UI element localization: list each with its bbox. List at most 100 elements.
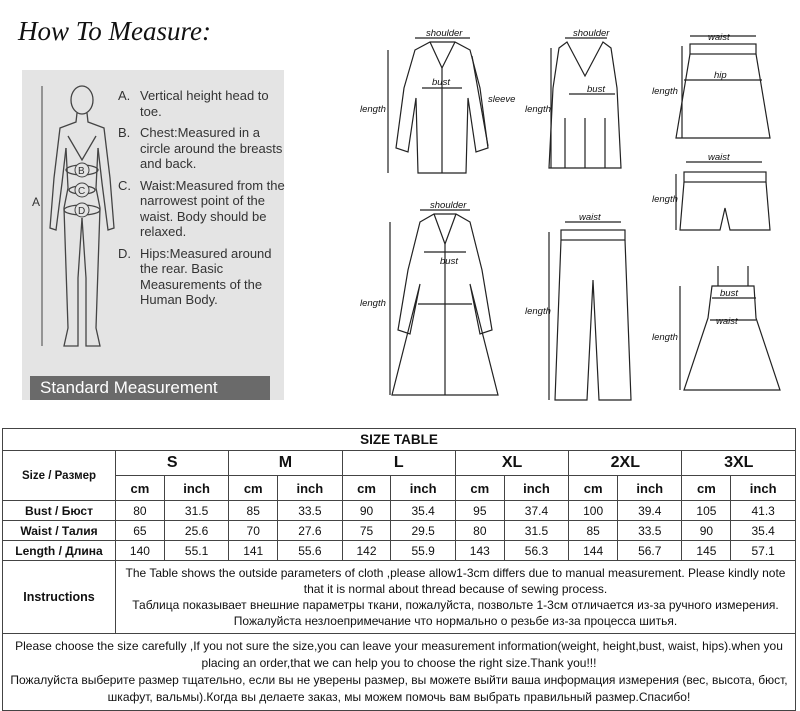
shirt-length-label: length	[360, 104, 386, 115]
step-a: A. Vertical height head to toe.	[118, 88, 269, 119]
shirt-bust-label: bust	[432, 77, 450, 88]
size-s-header: S	[114, 450, 230, 476]
table-cell: 142	[341, 540, 392, 561]
unit-inch: inch	[503, 475, 570, 501]
table-cell: 85	[568, 520, 619, 541]
note-line-en: Please choose the size carefully ,If you…	[15, 639, 783, 670]
instructions-text: The Table shows the outside parameters o…	[115, 560, 796, 634]
table-cell: 65	[115, 520, 165, 541]
skirt-hip-label: hip	[714, 70, 727, 81]
table-cell: 143	[454, 540, 505, 561]
table-cell: 90	[681, 520, 732, 541]
unit-inch: inch	[277, 475, 343, 501]
table-cell: 70	[228, 520, 279, 541]
body-letter-c: C	[78, 186, 85, 197]
unit-cm: cm	[454, 475, 505, 501]
table-cell: 41.3	[730, 500, 796, 521]
vest-length-label: length	[525, 104, 551, 115]
table-row-note: Please choose the size carefully ,If you…	[2, 633, 796, 711]
skirt-diagram: waist hip length	[652, 32, 771, 139]
step-d: D. Hips:Measured around the rear. Basic …	[118, 245, 272, 308]
table-row-instructions: Instructions The Table shows the outside…	[2, 560, 796, 634]
table-cell: 37.4	[503, 500, 570, 521]
table-cell: 75	[341, 520, 392, 541]
body-letter-b: B	[78, 166, 85, 177]
table-row-waist: Waist / Талия 65 25.6 70 27.6 75 29.5 80…	[2, 520, 796, 541]
table-cell: 27.6	[277, 520, 343, 541]
pants-diagram: waist length	[525, 212, 632, 401]
vest-diagram: shoulder bust length	[525, 28, 622, 169]
size-label-header: Size / Размер	[2, 450, 116, 501]
unit-inch: inch	[730, 475, 796, 501]
skirt-length-label: length	[652, 86, 678, 97]
instructions-line-ru-1: Таблица показывает внешние параметры тка…	[132, 598, 779, 612]
how-to-measure-title: How To Measure:	[18, 16, 212, 46]
table-cell: 141	[228, 540, 279, 561]
shirt-diagram: shoulder bust sleeve length	[360, 28, 515, 174]
coat-bust-label: bust	[440, 256, 458, 267]
row-label-waist: Waist / Талия	[2, 520, 116, 541]
table-cell: 31.5	[163, 500, 230, 521]
size-3xl-header: 3XL	[681, 450, 796, 476]
dress-length-label: length	[652, 332, 678, 343]
instructions-line-en: The Table shows the outside parameters o…	[125, 566, 786, 596]
table-cell: 56.7	[617, 540, 683, 561]
measurement-steps: A. Vertical height head to toe. B. Chest…	[118, 88, 288, 314]
table-cell: 56.3	[503, 540, 570, 561]
unit-inch: inch	[163, 475, 230, 501]
row-label-length: Length / Длина	[2, 540, 116, 561]
pants-length-label: length	[525, 306, 551, 317]
shorts-length-label: length	[652, 194, 678, 205]
dress-bust-label: bust	[720, 288, 738, 299]
table-cell: 35.4	[730, 520, 796, 541]
size-table-title: SIZE TABLE	[2, 428, 796, 451]
unit-inch: inch	[390, 475, 456, 501]
step-c: C. Waist:Measured from the narrowest poi…	[118, 177, 285, 240]
size-xl-header: XL	[454, 450, 570, 476]
table-cell: 55.1	[163, 540, 230, 561]
unit-cm: cm	[115, 475, 165, 501]
body-figure-illustration: A B C D	[32, 85, 115, 347]
table-cell: 25.6	[163, 520, 230, 541]
coat-diagram: shoulder bust length	[360, 200, 499, 396]
instructions-line-ru-2: Пожалуйста незлоепримечание что нормальн…	[233, 614, 678, 628]
standard-measurement-banner: Standard Measurement	[30, 376, 270, 400]
coat-shoulder-label: shoulder	[430, 200, 467, 211]
shorts-waist-label: waist	[708, 152, 730, 163]
table-cell: 144	[568, 540, 619, 561]
table-cell: 100	[568, 500, 619, 521]
table-cell: 39.4	[617, 500, 683, 521]
table-cell: 85	[228, 500, 279, 521]
shirt-sleeve-label: sleeve	[488, 94, 515, 105]
unit-cm: cm	[568, 475, 619, 501]
body-letter-a: A	[32, 195, 40, 209]
table-cell: 140	[115, 540, 165, 561]
step-b: B. Chest:Measured in a circle around the…	[118, 125, 283, 171]
table-row-length: Length / Длина 140 55.1 141 55.6 142 55.…	[2, 540, 796, 561]
table-cell: 33.5	[277, 500, 343, 521]
shorts-diagram: waist length	[652, 152, 771, 231]
table-cell: 33.5	[617, 520, 683, 541]
note-line-ru: Пожалуйста выберите размер тщательно, ес…	[10, 673, 788, 704]
vest-shoulder-label: shoulder	[573, 28, 610, 39]
size-table: SIZE TABLE Size / Размер S M L XL 2XL 3X…	[2, 428, 796, 711]
table-cell: 95	[454, 500, 505, 521]
dress-diagram: bust waist length	[652, 266, 781, 391]
size-choice-note: Please choose the size carefully ,If you…	[2, 633, 796, 711]
table-cell: 105	[681, 500, 732, 521]
unit-cm: cm	[681, 475, 732, 501]
instructions-label: Instructions	[2, 560, 116, 634]
row-label-bust: Bust / Бюст	[2, 500, 116, 521]
unit-inch: inch	[617, 475, 683, 501]
table-cell: 80	[454, 520, 505, 541]
unit-cm: cm	[341, 475, 392, 501]
body-diagram-panel	[22, 70, 284, 400]
unit-cm: cm	[228, 475, 279, 501]
vest-bust-label: bust	[587, 84, 605, 95]
shirt-shoulder-label: shoulder	[426, 28, 463, 39]
dress-waist-label: waist	[716, 316, 738, 327]
coat-length-label: length	[360, 298, 386, 309]
skirt-waist-label: waist	[708, 32, 730, 43]
how-to-measure-section: How To Measure: A B C D A. Vertical heig…	[18, 16, 781, 401]
table-cell: 29.5	[390, 520, 456, 541]
